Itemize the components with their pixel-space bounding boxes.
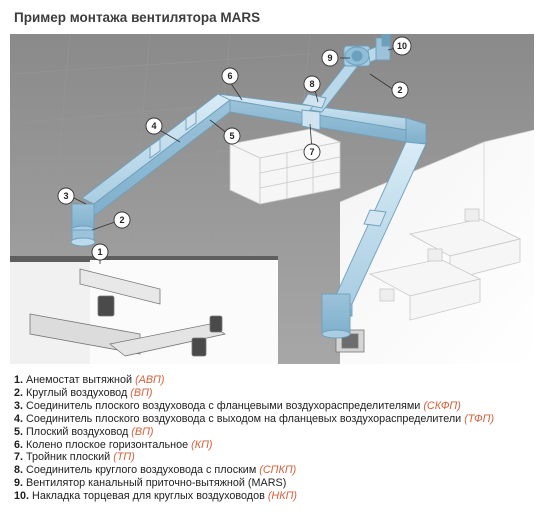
svg-text:4: 4 [151,121,156,131]
svg-text:3: 3 [63,191,68,201]
office-furniture [228,128,522,321]
page-title: Пример монтажа вентилятора MARS [14,10,261,25]
legend-item: 9. Вентилятор канальный приточно-вытяжно… [14,477,287,490]
callout-5: 5 [223,127,241,145]
callout-7: 7 [303,143,321,161]
svg-text:9: 9 [327,53,332,63]
callout-1: 1 [91,243,109,261]
svg-text:8: 8 [309,79,314,89]
callouts: 1 2 3 4 5 6 7 8 9 10 2 [57,36,412,264]
svg-text:7: 7 [309,147,314,157]
callout-8: 8 [303,75,321,93]
svg-text:2: 2 [397,85,402,95]
ductwork [70,34,427,339]
svg-text:1: 1 [97,247,102,257]
legend-item: 3. Соединитель плоского воздуховода с фл… [14,399,461,412]
callout-10: 10 [392,36,412,56]
legend-item: 4. Соединитель плоского воздуховода с вы… [14,412,495,425]
legend-item: 2. Круглый воздуховод (ВП) [14,386,153,399]
svg-text:2: 2 [119,215,124,225]
svg-text:10: 10 [397,41,407,51]
svg-text:6: 6 [227,71,232,81]
svg-text:5: 5 [229,131,234,141]
fan-mars [343,45,371,67]
legend-item: 1. Анемостат вытяжной (АВП) [14,374,165,386]
callout-2-right: 2 [391,81,409,99]
legend-item: 6. Колено плоское горизонтальное (КП) [14,438,213,451]
legend-item: 10. Накладка торцевая для круглых воздух… [14,490,298,503]
callout-2-left: 2 [113,211,131,229]
callout-4: 4 [145,117,163,135]
ventilation-installation-illustration: 1 2 3 4 5 6 7 8 9 10 2 [10,34,534,364]
callout-3: 3 [57,187,75,205]
lower-room-furniture [29,268,365,357]
legend-item: 7. Тройник плоский (ТП) [14,451,135,464]
legend-item: 5. Плоский воздуховод (ВП) [14,425,154,438]
callout-9: 9 [321,49,339,67]
callout-6: 6 [221,67,239,85]
legend-item: 8. Соединитель круглого воздуховода с пл… [14,464,297,477]
legend-list: 1. Анемостат вытяжной (АВП) 2. Круглый в… [14,374,534,503]
